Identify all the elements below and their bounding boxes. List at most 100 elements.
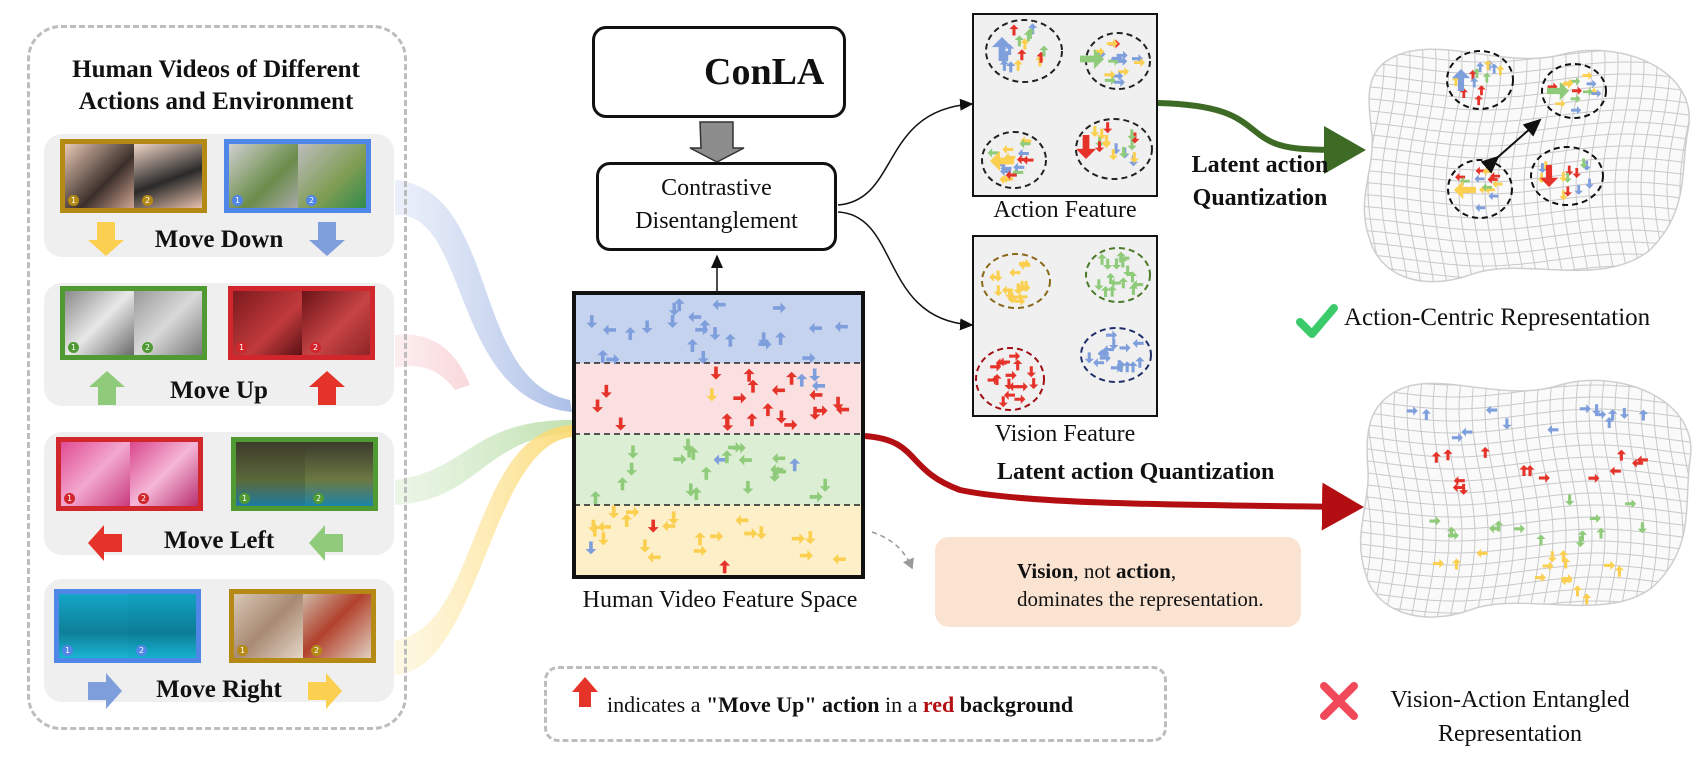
mini-arrow-icon: [668, 302, 680, 316]
mini-arrow-icon: [713, 454, 727, 466]
mini-arrow-icon: [1014, 296, 1026, 306]
mini-arrow-icon: [1559, 190, 1568, 201]
mini-arrow-icon: [762, 403, 774, 417]
mini-arrow-icon: [1093, 46, 1105, 57]
mini-arrow-icon: [993, 285, 1003, 297]
mini-arrow-icon: [1625, 499, 1637, 509]
mini-arrow-icon: [1489, 524, 1501, 534]
mini-arrow-icon: [700, 466, 712, 480]
latent-top-label: Latent action Quantization: [1160, 149, 1360, 215]
mini-arrow-icon: [1008, 382, 1020, 392]
mini-arrow-icon: [1458, 483, 1469, 495]
mini-arrow-icon: [1118, 146, 1129, 158]
contrastive-line2: Disentanglement: [635, 208, 798, 234]
mini-arrow-icon: [772, 302, 786, 314]
mini-arrow-icon: [673, 453, 687, 465]
mini-arrow-icon: [1477, 85, 1486, 96]
mini-arrow-icon: [1582, 71, 1593, 80]
mini-arrow-icon: [1128, 361, 1138, 373]
mini-arrow-icon: [1591, 404, 1602, 416]
action-feature-caption: Action Feature: [993, 197, 1137, 223]
mini-arrow-icon: [1009, 351, 1021, 361]
mini-arrow-icon: [587, 519, 599, 533]
mini-arrow-icon: [1128, 284, 1139, 296]
mini-arrow-icon: [1603, 560, 1615, 571]
mini-arrow-icon: [1111, 53, 1123, 64]
mini-arrow-icon: [1453, 476, 1465, 486]
mini-arrow-icon: [1016, 292, 1028, 302]
group-arrows: [88, 222, 345, 709]
mini-arrow-icon: [1026, 366, 1036, 378]
mini-arrow-icon: [1014, 35, 1024, 47]
mini-arrow-icon: [991, 37, 1013, 61]
double-arrow: [1480, 118, 1542, 174]
mini-arrow-icon: [992, 374, 1002, 386]
mini-arrow-icon: [809, 491, 823, 503]
mini-arrow-icon: [819, 478, 831, 492]
mini-arrow-icon: [1616, 449, 1627, 461]
group-label-move-up: Move Up: [170, 377, 268, 404]
mini-arrow-icon: [834, 321, 848, 333]
mini-arrow-icon: [802, 352, 816, 364]
mini-arrow-icon: [1013, 162, 1025, 172]
mesh-arrows: [1406, 404, 1648, 605]
mini-arrow-icon: [1494, 520, 1504, 532]
mini-arrow-icon: [832, 553, 846, 565]
vision-dominates-callout: [935, 537, 1301, 627]
mini-arrow-icon: [1561, 573, 1573, 584]
mini-arrow-icon: [1519, 464, 1529, 476]
callout-comma: ,: [1170, 559, 1177, 583]
cluster-arrows: [1446, 50, 1607, 219]
action-centric-label: Action-Centric Representation: [1344, 304, 1651, 331]
mini-arrow-icon: [1539, 165, 1559, 187]
mini-arrow-icon: [784, 419, 798, 431]
mini-arrow-icon: [1005, 370, 1017, 380]
mini-arrow-icon: [1018, 282, 1030, 292]
mini-arrow-icon: [1094, 279, 1104, 291]
mini-arrow-icon: [1455, 172, 1466, 182]
mini-arrow-icon: [722, 417, 734, 431]
mini-arrow-icon: [735, 514, 749, 526]
mini-arrow-icon: [1547, 425, 1559, 435]
mini-arrow-icon: [1582, 87, 1593, 97]
mini-arrow-icon: [744, 528, 758, 539]
mini-arrow-icon: [1103, 122, 1113, 134]
mini-arrow-icon: [775, 331, 787, 345]
mini-arrow-icon: [1502, 418, 1512, 430]
direction-arrow-icon: [89, 371, 125, 405]
cluster-ellipse: [975, 347, 1045, 411]
mini-arrow-icon: [1013, 283, 1023, 295]
cluster-ellipse: [1447, 159, 1513, 219]
mini-arrow-icon: [1555, 99, 1566, 108]
mini-arrow-icon: [799, 550, 813, 562]
mini-arrow-icon: [688, 311, 702, 323]
mini-arrow-icon: [990, 150, 1014, 172]
mini-arrow-icon: [1135, 356, 1145, 368]
mini-arrow-icon: [733, 392, 747, 404]
callout-line2: dominates the representation.: [1017, 587, 1264, 611]
mini-arrow-icon: [1127, 139, 1137, 151]
check-icon: [1296, 304, 1338, 338]
mini-arrow-icon: [812, 380, 826, 392]
mini-arrow-icon: [769, 468, 781, 482]
mini-arrow-icon: [1479, 185, 1490, 194]
mini-arrow-icon: [721, 450, 733, 464]
mini-arrow-icon: [1607, 409, 1618, 421]
mini-arrow-icon: [1112, 71, 1124, 81]
mini-arrow-icon: [1431, 451, 1441, 463]
mini-arrow-icon: [1547, 551, 1558, 563]
human-videos-title-line1: Human Videos of Different: [72, 56, 360, 83]
mini-arrow-icon: [687, 446, 699, 460]
mini-arrow-icon: [1534, 573, 1546, 583]
legend-red: red: [922, 692, 955, 717]
mini-arrow-icon: [1127, 129, 1137, 141]
cluster-ellipse: [1530, 146, 1604, 206]
mini-arrow-icon: [1632, 458, 1644, 468]
mini-arrow-icon: [1547, 81, 1569, 101]
mini-arrow-icon: [1097, 253, 1107, 265]
